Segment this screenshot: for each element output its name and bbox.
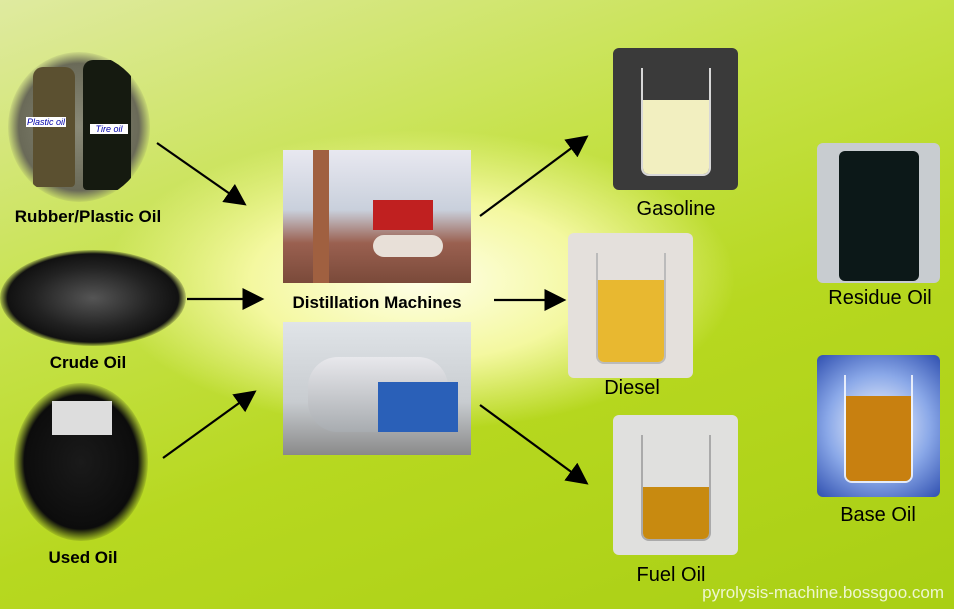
base-oil-image — [817, 355, 940, 497]
distillation-plant-image — [283, 150, 471, 283]
arrow-to-fuel-oil — [479, 404, 589, 485]
bottle-label-tire: Tire oil — [90, 124, 128, 134]
diesel-image — [568, 233, 693, 378]
label-residue-oil: Residue Oil — [828, 287, 932, 309]
label-rubber-plastic-oil: Rubber/Plastic Oil — [14, 207, 162, 226]
arrow-used-to-distillation — [162, 390, 257, 459]
watermark: pyrolysis-machine.bossgoo.com — [702, 583, 944, 602]
label-diesel: Diesel — [604, 377, 660, 399]
label-fuel-oil: Fuel Oil — [636, 564, 706, 586]
residue-oil-image — [817, 143, 940, 283]
fuel-oil-image — [613, 415, 738, 555]
crude-oil-image — [0, 250, 186, 346]
arrow-rubber-to-distillation — [156, 142, 247, 206]
label-base-oil: Base Oil — [840, 504, 916, 526]
rubber-plastic-oil-image: Plastic oil Tire oil — [8, 52, 150, 202]
label-used-oil: Used Oil — [48, 548, 118, 567]
bottle-label-plastic: Plastic oil — [26, 117, 66, 127]
label-distillation-machines: Distillation Machines — [292, 293, 462, 312]
arrow-to-gasoline — [479, 135, 589, 217]
label-crude-oil: Crude Oil — [49, 353, 127, 372]
used-oil-image — [14, 383, 148, 541]
label-gasoline: Gasoline — [636, 198, 716, 220]
gasoline-image — [613, 48, 738, 190]
distillation-machine-image — [283, 322, 471, 455]
